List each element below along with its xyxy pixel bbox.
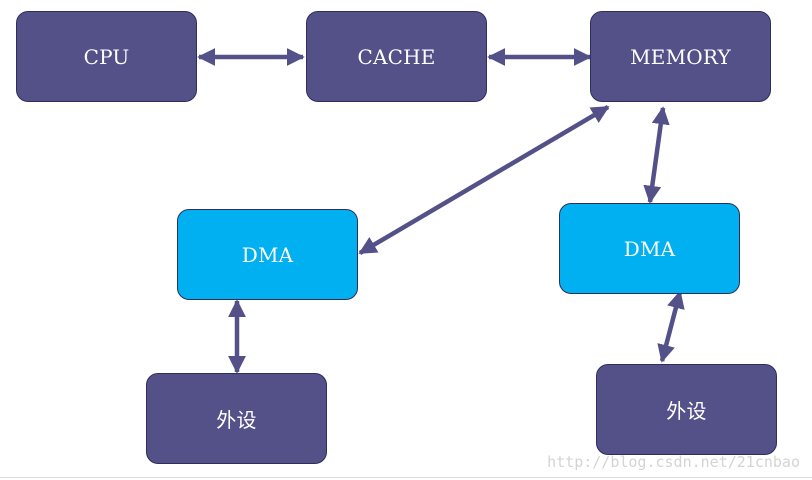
peripheral-right-label: 外设 [666,399,707,423]
arrow-memory-to-dma-right [643,106,670,204]
peripheral-left-label: 外设 [216,408,257,432]
cache-node: CACHE [306,11,487,102]
dma-node-right: DMA [559,203,740,294]
arrow-memory-to-dma-left [358,105,610,255]
watermark-text: http://blog.csdn.net/21cnbao [547,453,800,471]
dma-left-label: DMA [241,242,294,267]
peripheral-node-left: 外设 [146,373,327,464]
bottom-divider [0,477,812,478]
memory-node: MEMORY [590,11,771,102]
cache-label: CACHE [357,44,436,69]
dma-node-left: DMA [177,209,358,300]
dma-right-label: DMA [623,236,676,261]
memory-label: MEMORY [630,44,731,69]
peripheral-node-right: 外设 [596,364,777,455]
arrow-dma-right-to-peripheral-right [657,290,685,363]
cpu-label: CPU [83,44,130,69]
cpu-node: CPU [16,11,197,102]
